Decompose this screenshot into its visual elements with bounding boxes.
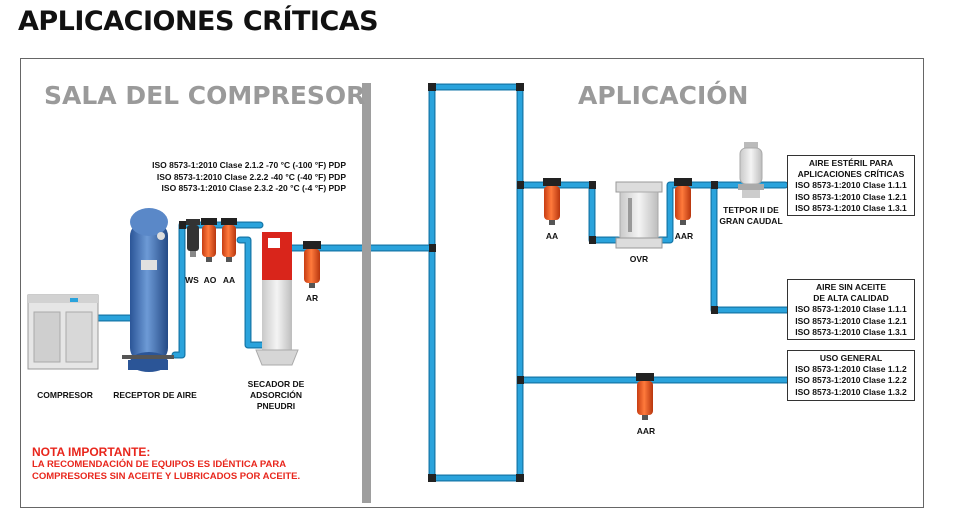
- note-heading: NOTA IMPORTANTE:: [32, 445, 151, 459]
- aar-filter-top-icon: [674, 178, 692, 225]
- aa-filter-right-icon: [543, 178, 561, 225]
- spec-box-sin-aceite: AIRE SIN ACEITE DE ALTA CALIDAD ISO 8573…: [787, 279, 915, 340]
- label-compresor: COMPRESOR: [37, 390, 93, 400]
- note-line: COMPRESORES SIN ACEITE Y LUBRICADOS POR …: [32, 471, 301, 482]
- iso-spec-block: ISO 8573-1:2010 Clase 2.1.2 -70 °C (-100…: [120, 160, 346, 195]
- section-title-left: SALA DEL COMPRESOR: [44, 81, 366, 110]
- ao-filter-icon: [201, 218, 217, 262]
- air-receiver-tank-icon: [122, 208, 174, 372]
- label-ar: AR: [305, 293, 319, 303]
- label-aa-right: AA: [545, 231, 559, 241]
- compressor-icon: [27, 294, 99, 370]
- important-note: NOTA IMPORTANTE: LA RECOMENDACIÓN DE EQU…: [32, 445, 300, 483]
- aa-filter-left-icon: [221, 218, 237, 262]
- label-receptor: RECEPTOR DE AIRE: [113, 390, 197, 400]
- adsorption-dryer-icon: [255, 232, 299, 366]
- label-secador: SECADOR DE ADSORCIÓN PNEUDRI: [247, 379, 305, 411]
- iso-spec-line: ISO 8573-1:2010 Clase 2.2.2 -40 °C (-40 …: [156, 171, 346, 182]
- label-ws: WS: [185, 275, 199, 285]
- diagram-frame: [20, 58, 924, 508]
- section-title-right: APLICACIÓN: [578, 81, 749, 110]
- label-aar-top: AAR: [674, 231, 694, 241]
- ws-separator-icon: [186, 219, 200, 257]
- ar-filter-icon: [303, 241, 321, 288]
- label-tetpor: TETPOR II DE GRAN CAUDAL: [719, 205, 783, 226]
- iso-spec-line: ISO 8573-1:2010 Clase 2.1.2 -70 °C (-100…: [152, 160, 346, 170]
- aar-filter-bottom-icon: [636, 373, 654, 420]
- label-ao: AO: [203, 275, 217, 285]
- iso-spec-line: ISO 8573-1:2010 Clase 2.3.2 -20 °C (-4 °…: [161, 183, 346, 193]
- note-line: LA RECOMENDACIÓN DE EQUIPOS ES IDÉNTICA …: [32, 459, 287, 470]
- room-divider-wall: [362, 83, 371, 503]
- ovr-unit-icon: [615, 181, 663, 249]
- tetpor-filter-icon: [738, 142, 764, 198]
- spec-box-uso-general: USO GENERAL ISO 8573-1:2010 Clase 1.1.2 …: [787, 350, 915, 401]
- label-aar-bottom: AAR: [636, 426, 656, 436]
- page-title: APLICACIONES CRÍTICAS: [18, 6, 379, 37]
- label-aa-left: AA: [222, 275, 236, 285]
- spec-box-esteril: AIRE ESTÉRIL PARA APLICACIONES CRÍTICAS …: [787, 155, 915, 216]
- label-ovr: OVR: [629, 254, 649, 264]
